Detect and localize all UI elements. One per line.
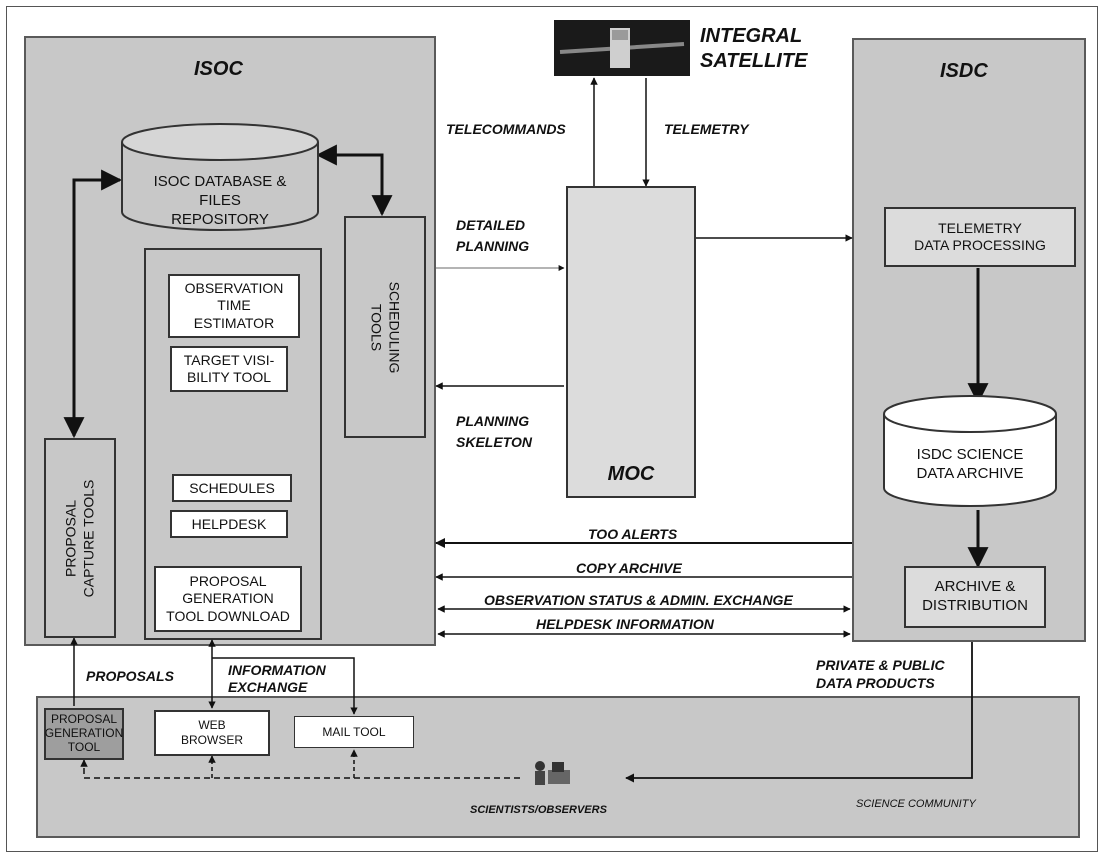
target-visibility-tool: TARGET VISI- BILITY TOOL bbox=[170, 346, 288, 392]
scheduling-tools-box: SCHEDULING TOOLS bbox=[344, 216, 426, 438]
db-capture-link bbox=[63, 169, 123, 439]
diagram-frame bbox=[6, 6, 1098, 852]
isdc-panel bbox=[852, 38, 1086, 642]
observation-status-label: OBSERVATION STATUS & ADMIN. EXCHANGE bbox=[484, 592, 793, 608]
data-products-label: PRIVATE & PUBLIC DATA PRODUCTS bbox=[816, 657, 945, 692]
web-browser-box: WEB BROWSER bbox=[154, 710, 270, 756]
information-exchange-label: INFORMATION EXCHANGE bbox=[228, 662, 326, 695]
isoc-database-label: ISOC DATABASE & FILES REPOSITORY bbox=[153, 173, 287, 228]
helpdesk-box: HELPDESK bbox=[170, 510, 288, 538]
moc-box: MOC bbox=[566, 186, 696, 498]
scientist-icon bbox=[535, 761, 570, 785]
isdc-archive-cylinder bbox=[883, 395, 1057, 507]
moc-title: MOC bbox=[607, 463, 655, 485]
copy-archive-label: COPY ARCHIVE bbox=[576, 560, 682, 576]
detailed-planning-label: DETAILED PLANNING bbox=[456, 217, 530, 254]
mail-tool-link bbox=[212, 657, 358, 715]
proposals-label: PROPOSALS bbox=[86, 668, 174, 684]
planning-skeleton-label: PLANNING SKELETON bbox=[456, 413, 532, 450]
db-scheduling-link bbox=[315, 144, 393, 217]
mail-tool-box: MAIL TOOL bbox=[294, 716, 414, 748]
isdc-archive-label: ISDC SCIENCE DATA ARCHIVE bbox=[916, 446, 1024, 482]
proposal-generation-tool-box: PROPOSAL GENERATION TOOL bbox=[44, 708, 124, 760]
satellite-title: INTEGRAL SATELLITE bbox=[700, 25, 808, 72]
observation-time-estimator: OBSERVATION TIME ESTIMATOR bbox=[168, 274, 300, 338]
isdc-title: ISDC bbox=[940, 60, 988, 82]
proposal-capture-tools-box: PROPOSAL CAPTURE TOOLS bbox=[44, 438, 116, 638]
data-products-arrow bbox=[625, 642, 973, 783]
telemetry-label: TELEMETRY bbox=[664, 121, 749, 137]
telemetry-processing-box: TELEMETRY DATA PROCESSING bbox=[884, 207, 1076, 267]
helpdesk-information-label: HELPDESK INFORMATION bbox=[536, 616, 714, 632]
proposal-capture-tools-label: PROPOSAL CAPTURE TOOLS bbox=[62, 479, 97, 597]
schedules-box: SCHEDULES bbox=[172, 474, 292, 502]
archive-distribution-box: ARCHIVE & DISTRIBUTION bbox=[904, 566, 1046, 628]
isoc-title: ISOC bbox=[194, 58, 243, 80]
proposal-generation-tool-download: PROPOSAL GENERATION TOOL DOWNLOAD bbox=[154, 566, 302, 632]
too-alerts-label: TOO ALERTS bbox=[588, 526, 678, 542]
scientists-dashed-link bbox=[80, 759, 520, 779]
science-community-label: SCIENCE COMMUNITY bbox=[856, 798, 976, 810]
telecommands-label: TELECOMMANDS bbox=[446, 121, 566, 137]
scheduling-tools-label: SCHEDULING TOOLS bbox=[369, 281, 403, 373]
isoc-database-cylinder bbox=[121, 123, 319, 231]
scientists-label: SCIENTISTS/OBSERVERS bbox=[470, 804, 607, 816]
satellite-image bbox=[554, 20, 690, 76]
